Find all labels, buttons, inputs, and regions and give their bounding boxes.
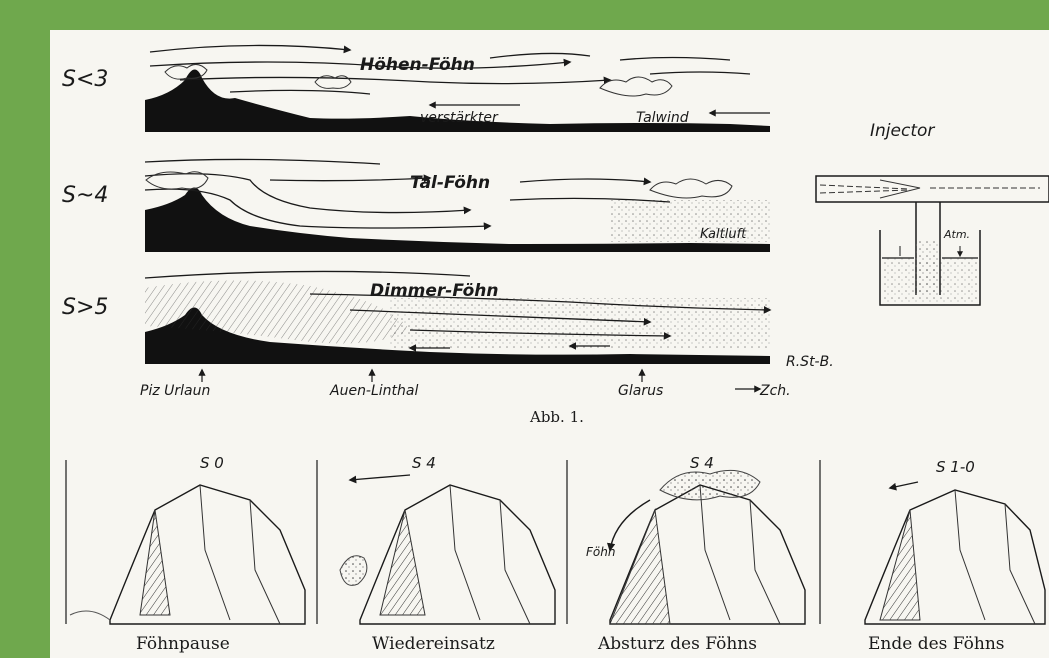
foehn-cloud xyxy=(660,470,760,499)
sketch-state: S 0 xyxy=(200,454,224,472)
location-piz-urlaun: Piz Urlaun xyxy=(140,383,210,399)
credit-label: R.St-B. xyxy=(786,354,834,370)
caption-absturz: Absturz des Föhns xyxy=(598,634,757,654)
shadow-face xyxy=(880,510,920,620)
stability-label: S~4 xyxy=(62,183,108,208)
injector-pipe xyxy=(816,176,1049,202)
panel-tal-foehn: S~4 Tal-Föhn Kaltluft xyxy=(62,159,770,252)
shadow-face xyxy=(380,510,425,615)
panel-title: Höhen-Föhn xyxy=(360,55,475,75)
sketch-state: S 4 xyxy=(412,454,436,472)
caption-foehnpause: Föhnpause xyxy=(136,634,230,654)
panel-hoehen-foehn: S<3 Höhen-Föhn verstärkter Talwind xyxy=(62,45,770,132)
sketch-wiedereinsatz: S 4 xyxy=(340,454,555,624)
panel-title: Dimmer-Föhn xyxy=(370,281,499,301)
sketch-foehnpause: S 0 xyxy=(70,454,305,624)
flow-label-verstaerkter: verstärkter xyxy=(420,110,499,126)
panel-dimmer-foehn: S>5 Dimmer-Föhn xyxy=(62,271,770,364)
shadow-face xyxy=(140,510,170,615)
caption-wiedereinsatz: Wiedereinsatz xyxy=(372,634,495,654)
dust-haze xyxy=(390,298,770,348)
injector-diagram: Injector Atm. xyxy=(816,121,1049,305)
location-glarus: Glarus xyxy=(618,383,663,399)
sketch-absturz: S 4 Föhn xyxy=(586,454,805,624)
injector-title: Injector xyxy=(870,121,935,141)
sketch-ende: S 1-0 xyxy=(865,458,1045,624)
figure-page: S<3 Höhen-Föhn verstärkter Talwind S~4 xyxy=(50,30,1049,658)
panel-title: Tal-Föhn xyxy=(410,173,490,193)
figure-caption: Abb. 1. xyxy=(529,408,584,426)
mountain-outline xyxy=(110,485,305,624)
flow-label-kaltluft: Kaltluft xyxy=(700,227,747,242)
stability-label: S<3 xyxy=(62,67,108,92)
stability-label: S>5 xyxy=(62,295,108,320)
flow-label-talwind: Talwind xyxy=(636,110,689,126)
foehn-diagram: S<3 Höhen-Föhn verstärkter Talwind S~4 xyxy=(50,30,1049,658)
atm-label: Atm. xyxy=(943,228,970,241)
caption-ende: Ende des Föhns xyxy=(868,634,1005,654)
sketch-state: S 1-0 xyxy=(936,458,975,476)
spray-cloud xyxy=(340,556,367,586)
foehn-arrow-label: Föhn xyxy=(586,545,615,559)
sketch-state: S 4 xyxy=(690,454,714,472)
sketch-row: S 0 S 4 S 4 Föhn S 1-0 xyxy=(66,454,1045,624)
location-auen-linthal: Auen-Linthal xyxy=(329,383,418,399)
location-zuerich: Zch. xyxy=(759,383,791,399)
